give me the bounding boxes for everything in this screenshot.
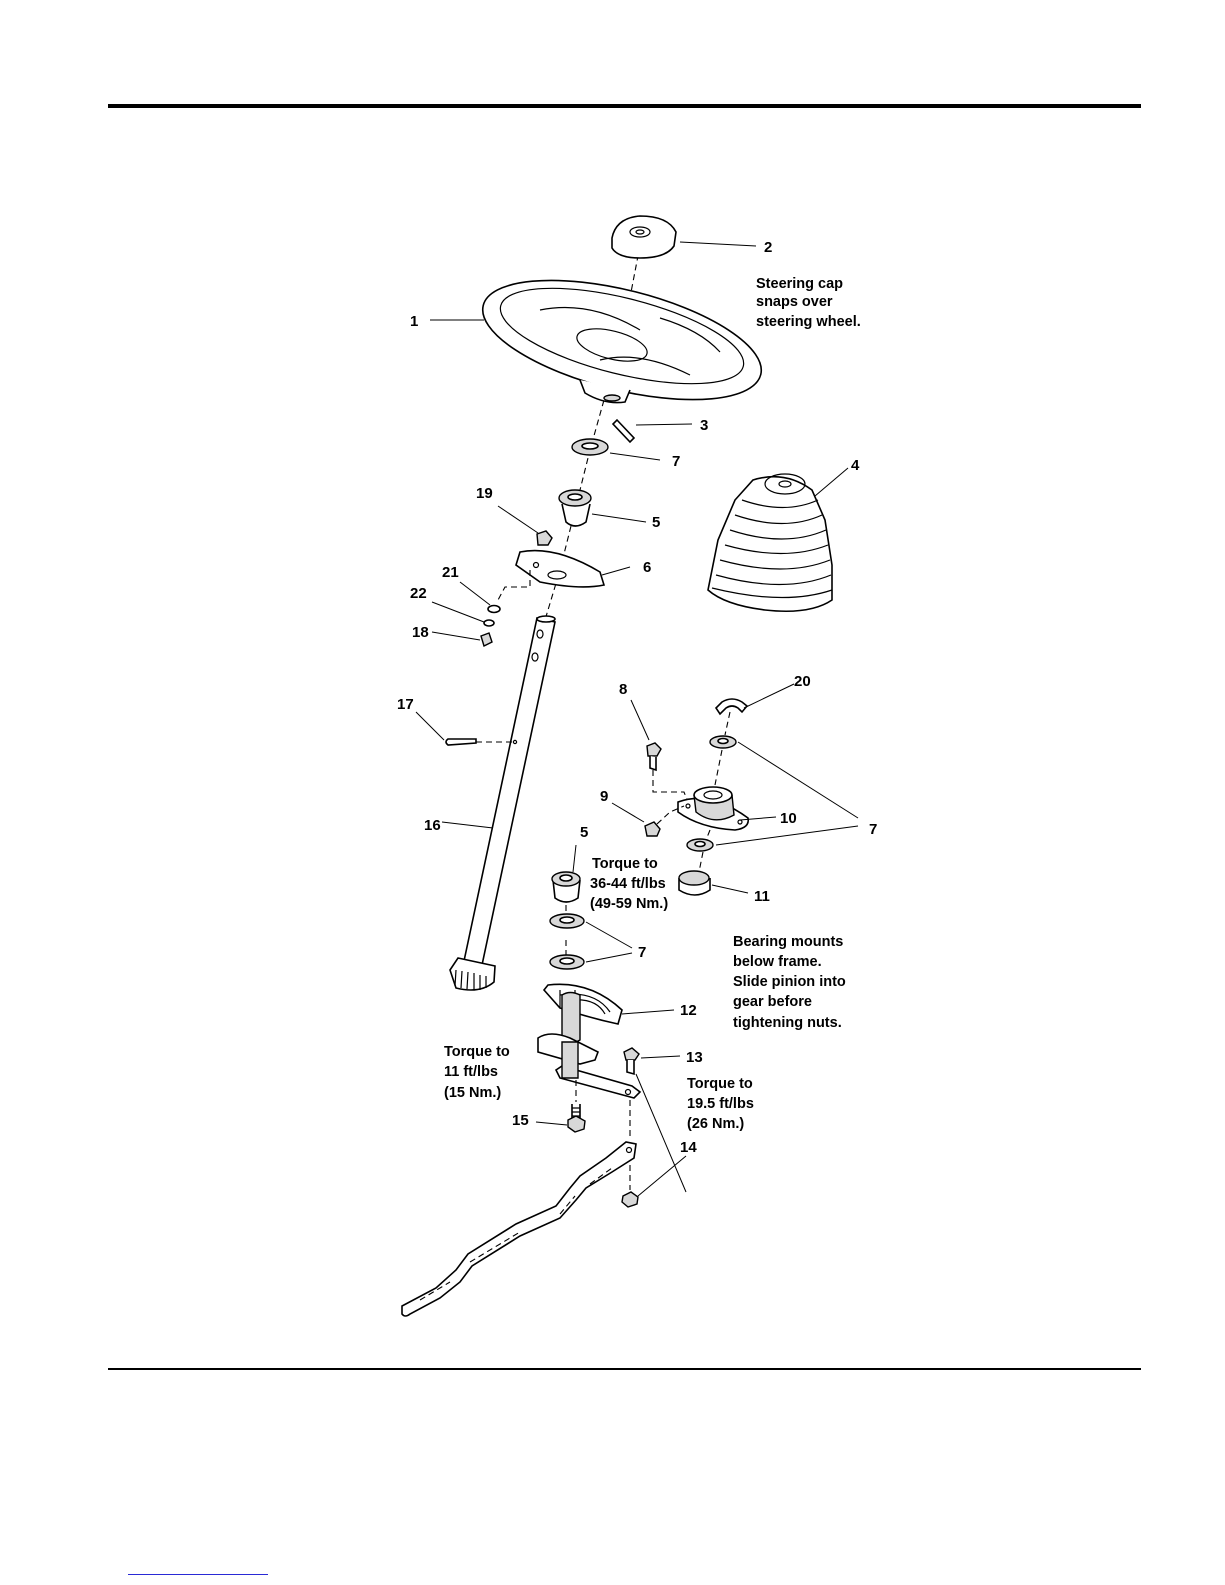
note-torque-right: Torque to 19.5 ft/lbs (26 Nm.): [687, 1076, 754, 1132]
cotter-pin-part: [446, 739, 476, 745]
note-torque-left-line-1: Torque to: [444, 1044, 510, 1060]
note-torque-right-line-1: Torque to: [687, 1076, 753, 1092]
label-part-9: 9: [600, 788, 608, 805]
note-steering-cap: Steering cap snaps over steering wheel.: [756, 276, 861, 330]
label-part-19: 19: [476, 485, 493, 502]
steering-shaft-part: [450, 616, 555, 990]
washer-right-lower-part: [687, 839, 713, 851]
note-torque-left: Torque to 11 ft/lbs (15 Nm.): [444, 1044, 510, 1101]
note-torque-right-line-3: (26 Nm.): [687, 1116, 744, 1132]
label-part-12: 12: [680, 1002, 697, 1019]
nut-9-part: [645, 822, 660, 836]
washer-21-part: [488, 606, 500, 613]
label-part-3: 3: [700, 417, 708, 434]
roll-pin-part: [613, 420, 634, 442]
label-part-20: 20: [794, 673, 811, 690]
note-torque-pinion-line-2: 36-44 ft/lbs: [590, 876, 666, 892]
bolt-8-part: [647, 743, 661, 770]
note-torque-pinion: Torque to 36-44 ft/lbs (49-59 Nm.): [590, 856, 668, 912]
washer-upper-part: [572, 439, 608, 455]
washer-lower-a-part: [550, 914, 584, 928]
spacer-11-part: [679, 871, 710, 895]
bolt-13-part: [624, 1048, 639, 1074]
drag-link-part: [402, 1142, 636, 1316]
nut-19-part: [537, 531, 552, 545]
e-clip-20-part: [716, 699, 747, 714]
label-part-17: 17: [397, 696, 414, 713]
label-part-22: 22: [410, 585, 427, 602]
label-part-10: 10: [780, 810, 797, 827]
label-part-4: 4: [851, 457, 860, 474]
note-torque-pinion-line-1: Torque to: [592, 856, 658, 872]
label-part-5-upper: 5: [652, 514, 660, 531]
note-torque-left-line-2: 11 ft/lbs: [444, 1064, 498, 1080]
plate-fastener-path: [498, 570, 530, 600]
note-bearing-line-1: Bearing mounts: [733, 934, 843, 950]
label-part-11: 11: [754, 888, 770, 905]
washer-right-upper-part: [710, 736, 736, 748]
washer-lower-b-part: [550, 955, 584, 969]
column-plate-part: [516, 551, 604, 587]
label-part-14: 14: [680, 1139, 697, 1156]
label-part-13: 13: [686, 1049, 703, 1066]
note-steering-cap-line-2: snaps over: [756, 294, 833, 310]
label-part-1: 1: [410, 313, 418, 330]
label-part-7-upper: 7: [672, 453, 680, 470]
label-part-7-lower: 7: [638, 944, 646, 961]
washer-22-part: [484, 620, 494, 626]
note-torque-left-line-3: (15 Nm.): [444, 1085, 501, 1101]
footer-link-underline[interactable]: [128, 1574, 268, 1575]
bolt-15-part: [568, 1104, 585, 1132]
label-part-8: 8: [619, 681, 627, 698]
steering-cap-part: [612, 216, 676, 258]
note-torque-pinion-line-3: (49-59 Nm.): [590, 896, 668, 912]
steering-wheel-part: [471, 257, 773, 423]
bolt-8-path: [653, 770, 688, 802]
nut-14-part: [622, 1192, 638, 1207]
steering-boot-part: [708, 474, 832, 611]
note-steering-cap-line-1: Steering cap: [756, 276, 843, 292]
label-part-6: 6: [643, 559, 651, 576]
bottom-rule: [108, 1368, 1141, 1370]
label-part-18: 18: [412, 624, 429, 641]
note-torque-right-line-2: 19.5 ft/lbs: [687, 1096, 754, 1112]
screw-18-part: [481, 633, 492, 646]
bushing-lower-part: [552, 872, 580, 902]
note-bearing-line-5: tightening nuts.: [733, 1015, 842, 1031]
label-part-5-lower: 5: [580, 824, 588, 841]
note-bearing-line-2: below frame.: [733, 954, 822, 970]
label-part-15: 15: [512, 1112, 529, 1129]
note-steering-cap-line-3: steering wheel.: [756, 314, 861, 330]
bearing-flange-part: [678, 787, 748, 830]
label-part-2: 2: [764, 239, 772, 256]
e-clip-path: [725, 712, 730, 735]
note-bearing: Bearing mounts below frame. Slide pinion…: [733, 934, 846, 1031]
label-part-21: 21: [442, 564, 459, 581]
note-bearing-line-3: Slide pinion into: [733, 974, 846, 990]
steering-arm-part: [538, 1034, 640, 1098]
label-part-16: 16: [424, 817, 441, 834]
label-part-7-right: 7: [869, 821, 877, 838]
note-bearing-line-4: gear before: [733, 994, 812, 1010]
bushing-upper-part: [559, 490, 591, 526]
